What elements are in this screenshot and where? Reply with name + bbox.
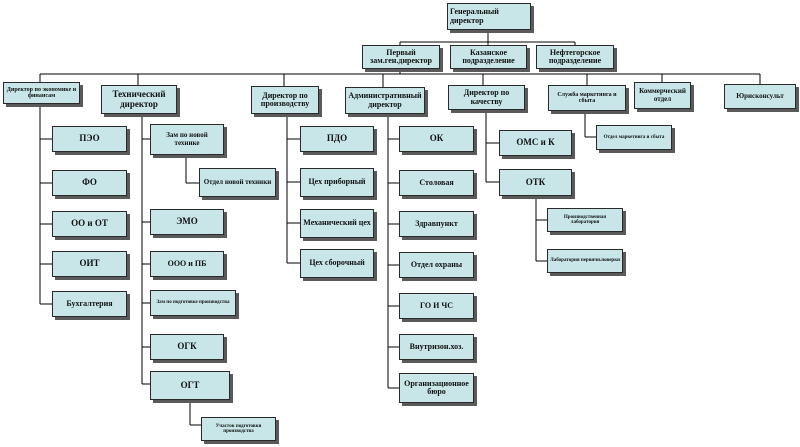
tech-unit-box: Зам по подготовке производства bbox=[150, 290, 236, 316]
quality-unit-box: ОМС и К bbox=[499, 130, 572, 156]
neftegorsk-division-label: Нефтегорское подразделение bbox=[548, 47, 602, 65]
quality-director-box: Директор по качеству bbox=[448, 85, 525, 110]
tech-director-label: Технический директор bbox=[112, 89, 166, 109]
lawyer-label: Юрисконсульт bbox=[736, 91, 784, 100]
admin-unit-box: Организационное бюро bbox=[399, 373, 474, 403]
tech-unit-label: ЭМО bbox=[176, 216, 198, 227]
otk-sub-box: Лаборатория первичн.поверки bbox=[547, 249, 623, 273]
admin-unit-label: Внутризон.хоз. bbox=[409, 341, 464, 351]
admin-unit-box: Здравпункт bbox=[399, 211, 474, 237]
econ-unit-box: ПЭО bbox=[52, 126, 127, 152]
quality-unit-label: ОМС и К bbox=[516, 137, 555, 148]
admin-unit-box: Внутризон.хоз. bbox=[399, 334, 474, 360]
tech-unit-box: ЭМО bbox=[150, 209, 224, 235]
quality-unit-label: ОТК bbox=[525, 176, 546, 187]
prod-unit-box: Цех приборный bbox=[300, 168, 374, 197]
otk-sub-label: Производственная лаборатория bbox=[563, 214, 607, 225]
admin-unit-label: ГО И ЧС bbox=[420, 300, 453, 310]
admin-unit-label: Организационное бюро bbox=[404, 378, 469, 396]
otk-sub-box: Производственная лаборатория bbox=[547, 208, 623, 232]
tech-deputy-box: Зам по новой технике bbox=[150, 124, 224, 155]
tech-unit-label: ООО и ПБ bbox=[167, 258, 207, 268]
lawyer-box: Юрисконсульт bbox=[724, 84, 796, 109]
econ-unit-label: Бухгалтерия bbox=[66, 298, 113, 308]
admin-unit-box: Столовая bbox=[399, 170, 474, 196]
econ-unit-box: ОО и ОТ bbox=[52, 211, 127, 237]
tech-deputy-label: Зам по новой технике bbox=[166, 131, 208, 147]
prep-site-box: Участок подготовки производства bbox=[201, 417, 276, 441]
prod-unit-label: Механический цех bbox=[303, 218, 371, 228]
kazan-division-box: Казанское подразделение bbox=[450, 45, 527, 69]
admin-unit-box: Отдел охраны bbox=[399, 252, 474, 278]
prep-site-label: Участок подготовки производства bbox=[215, 423, 262, 434]
admin-unit-label: ОК bbox=[429, 133, 444, 144]
econ-unit-box: ОИТ bbox=[52, 251, 127, 277]
neftegorsk-division-box: Нефтегорское подразделение bbox=[536, 45, 614, 69]
general-director-box: Генеральный директор bbox=[447, 3, 531, 30]
admin-unit-label: Здравпункт bbox=[415, 218, 458, 228]
tech-unit-box: ООО и ПБ bbox=[150, 251, 224, 277]
econ-unit-label: ФО bbox=[82, 177, 97, 188]
prod-unit-box: Цех сборочный bbox=[300, 249, 374, 278]
tech-unit-label: ОГТ bbox=[180, 379, 200, 390]
marketing-service-label: Служба маркетинга и сбыта bbox=[557, 91, 617, 104]
quality-unit-box: ОТК bbox=[499, 169, 572, 196]
admin-director-label: Административный директор bbox=[348, 91, 422, 109]
tech-unit-label: Зам по подготовке производства bbox=[156, 300, 230, 306]
marketing-service-box: Служба маркетинга и сбыта bbox=[548, 85, 626, 111]
commercial-dept-box: Коммерческий отдел bbox=[634, 82, 691, 109]
quality-director-label: Директор по качеству bbox=[463, 88, 510, 106]
kazan-division-label: Казанское подразделение bbox=[462, 47, 515, 65]
first-deputy-box: Первый зам.ген.директор bbox=[362, 45, 440, 69]
production-director-label: Директор по производству bbox=[260, 90, 310, 108]
admin-unit-label: Отдел охраны bbox=[410, 259, 463, 269]
prod-unit-label: ПДО bbox=[326, 133, 348, 144]
tech-unit-box: ОГТ bbox=[150, 371, 230, 400]
new-tech-dept-box: Отдел новой техники bbox=[199, 168, 276, 197]
admin-unit-box: ОК bbox=[399, 126, 474, 152]
econ-unit-label: ОИТ bbox=[79, 258, 100, 269]
admin-director-box: Административный директор bbox=[345, 87, 425, 114]
econ-unit-label: ОО и ОТ bbox=[71, 218, 108, 229]
tech-unit-label: ОГК bbox=[177, 341, 197, 352]
marketing-dept-label: Отдел маркетинга и сбыта bbox=[603, 134, 665, 140]
otk-sub-label: Лаборатория первичн.поверки bbox=[550, 258, 620, 264]
marketing-dept-box: Отдел маркетинга и сбыта bbox=[596, 125, 672, 150]
econ-unit-label: ПЭО bbox=[79, 133, 100, 144]
econ-unit-box: Бухгалтерия bbox=[52, 291, 127, 317]
admin-unit-label: Столовая bbox=[419, 177, 454, 187]
production-director-box: Директор по производству bbox=[251, 86, 319, 114]
prod-unit-label: Цех сборочный bbox=[309, 258, 365, 268]
econ-director-label: Директор по экономике и финансам bbox=[6, 86, 77, 99]
new-tech-dept-label: Отдел новой техники bbox=[203, 177, 272, 186]
tech-director-box: Технический директор bbox=[101, 85, 177, 114]
prod-unit-label: Цех приборный bbox=[308, 177, 366, 187]
first-deputy-label: Первый зам.ген.директор bbox=[370, 47, 432, 65]
econ-director-box: Директор по экономике и финансам bbox=[3, 82, 80, 104]
admin-unit-box: ГО И ЧС bbox=[399, 293, 474, 319]
prod-unit-box: Механический цех bbox=[300, 209, 374, 238]
commercial-dept-label: Коммерческий отдел bbox=[639, 87, 686, 103]
tech-unit-box: ОГК bbox=[150, 334, 224, 360]
prod-unit-box: ПДО bbox=[300, 126, 374, 152]
general-director-label: Генеральный директор bbox=[450, 7, 499, 25]
econ-unit-box: ФО bbox=[52, 170, 127, 196]
